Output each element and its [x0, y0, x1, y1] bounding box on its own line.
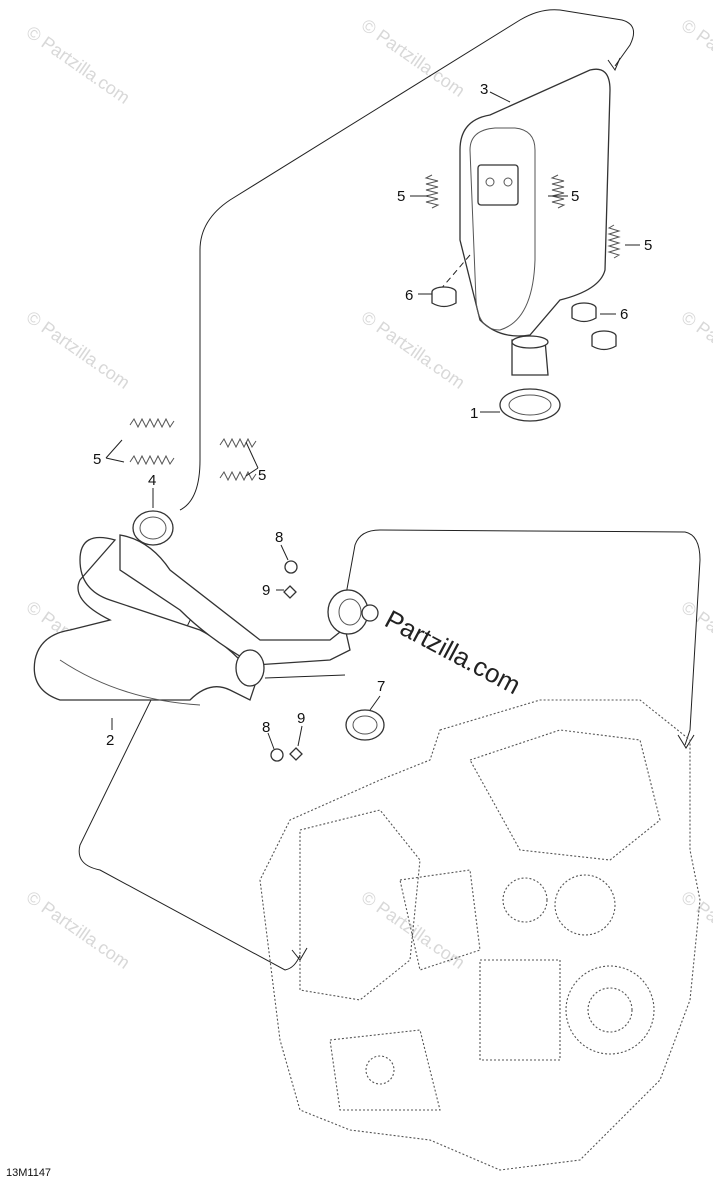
watermark: © Partzilla.com	[678, 307, 713, 393]
spring	[550, 174, 566, 209]
gasket-ring	[132, 510, 174, 546]
callout-9: 9	[262, 582, 270, 599]
callout-5: 5	[644, 237, 652, 254]
partzilla-brand-text: Partzilla.com	[380, 604, 525, 700]
nut	[284, 560, 298, 574]
callout-1: 1	[470, 405, 478, 422]
rubber-mount	[431, 286, 457, 308]
rubber-mount	[591, 330, 617, 351]
route-muffler-to-hose	[179, 9, 635, 511]
engine	[259, 699, 701, 1171]
callout-6: 6	[620, 306, 628, 323]
callout-7: 7	[377, 678, 385, 695]
leader-lines	[105, 91, 640, 750]
callout-6: 6	[405, 287, 413, 304]
watermark: © Partzilla.com	[23, 307, 134, 393]
gasket-ring	[345, 709, 385, 741]
watermark: © Partzilla.com	[678, 15, 713, 101]
drawing-reference: 13M1147	[6, 1167, 51, 1179]
callout-5: 5	[93, 451, 101, 468]
callout-labels: 1 2 3 4 5 5 5 5 5 6 6 7 8 8 9 9	[93, 81, 652, 749]
callout-5: 5	[258, 467, 266, 484]
spring	[129, 417, 175, 466]
washer	[289, 747, 303, 761]
route-hose-to-engine	[344, 529, 701, 746]
callout-2: 2	[106, 732, 114, 749]
route-arrowhead	[677, 734, 695, 749]
callout-3: 3	[480, 81, 488, 98]
watermark: © Partzilla.com	[23, 22, 134, 108]
nut	[270, 748, 284, 762]
watermark: © Partzilla.com	[678, 887, 713, 973]
route-lower	[78, 599, 301, 971]
route-arrowhead	[607, 57, 621, 72]
muffler	[459, 68, 611, 376]
gasket-ring	[499, 388, 561, 422]
watermark: © Partzilla.com	[358, 307, 469, 393]
callout-8: 8	[262, 719, 270, 736]
spring	[607, 224, 621, 259]
callout-9: 9	[297, 710, 305, 727]
spring	[219, 437, 257, 482]
spring	[424, 174, 440, 209]
watermark: © Partzilla.com	[358, 15, 469, 101]
watermark-layer: © Partzilla.com © Partzilla.com © Partzi…	[23, 15, 713, 973]
callout-5: 5	[397, 188, 405, 205]
watermark: © Partzilla.com	[23, 887, 134, 973]
washer	[283, 585, 297, 599]
muffler-mount-dashline	[439, 254, 471, 291]
rubber-mount	[571, 302, 597, 323]
exhaust-pipe	[33, 534, 379, 706]
route-clamp	[264, 674, 346, 679]
callout-8: 8	[275, 529, 283, 546]
callout-4: 4	[148, 472, 156, 489]
callout-5: 5	[571, 188, 579, 205]
routing-lines	[78, 9, 701, 971]
